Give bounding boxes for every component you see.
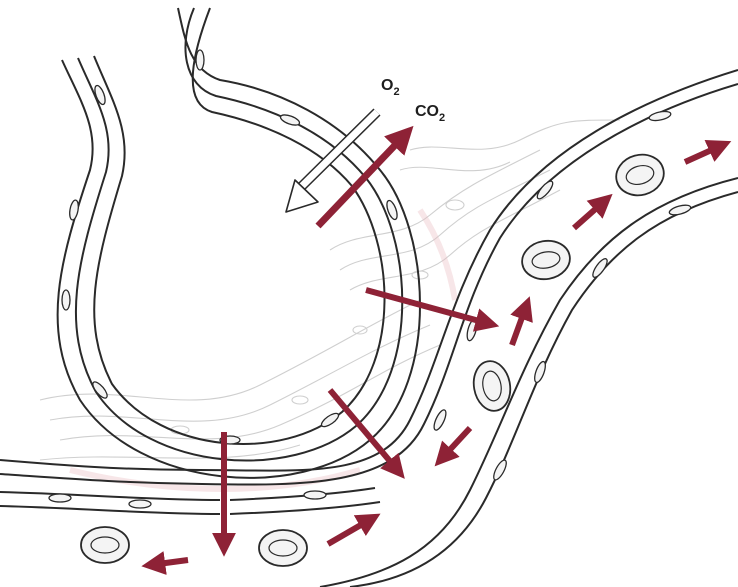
alveolus-wall <box>58 8 420 478</box>
diffusion-arrow-icon <box>330 390 394 466</box>
co2-label: CO2 <box>415 103 445 124</box>
o2-label: O2 <box>381 77 400 98</box>
o2-arrow-icon <box>286 112 377 212</box>
flow-arrow-icon <box>512 312 524 345</box>
flow-arrow-icon <box>574 205 600 228</box>
flow-arrow-icon <box>685 148 716 162</box>
red-blood-cell <box>612 149 669 200</box>
red-blood-cell <box>259 530 307 566</box>
red-blood-cell <box>519 237 573 283</box>
capillary-wall <box>0 70 738 587</box>
interstitial-tissue <box>40 120 620 460</box>
flow-arrow-icon <box>446 428 470 454</box>
red-blood-cell <box>81 527 129 563</box>
flow-arrow-icon <box>158 560 188 564</box>
flow-arrow-icon <box>328 522 366 544</box>
